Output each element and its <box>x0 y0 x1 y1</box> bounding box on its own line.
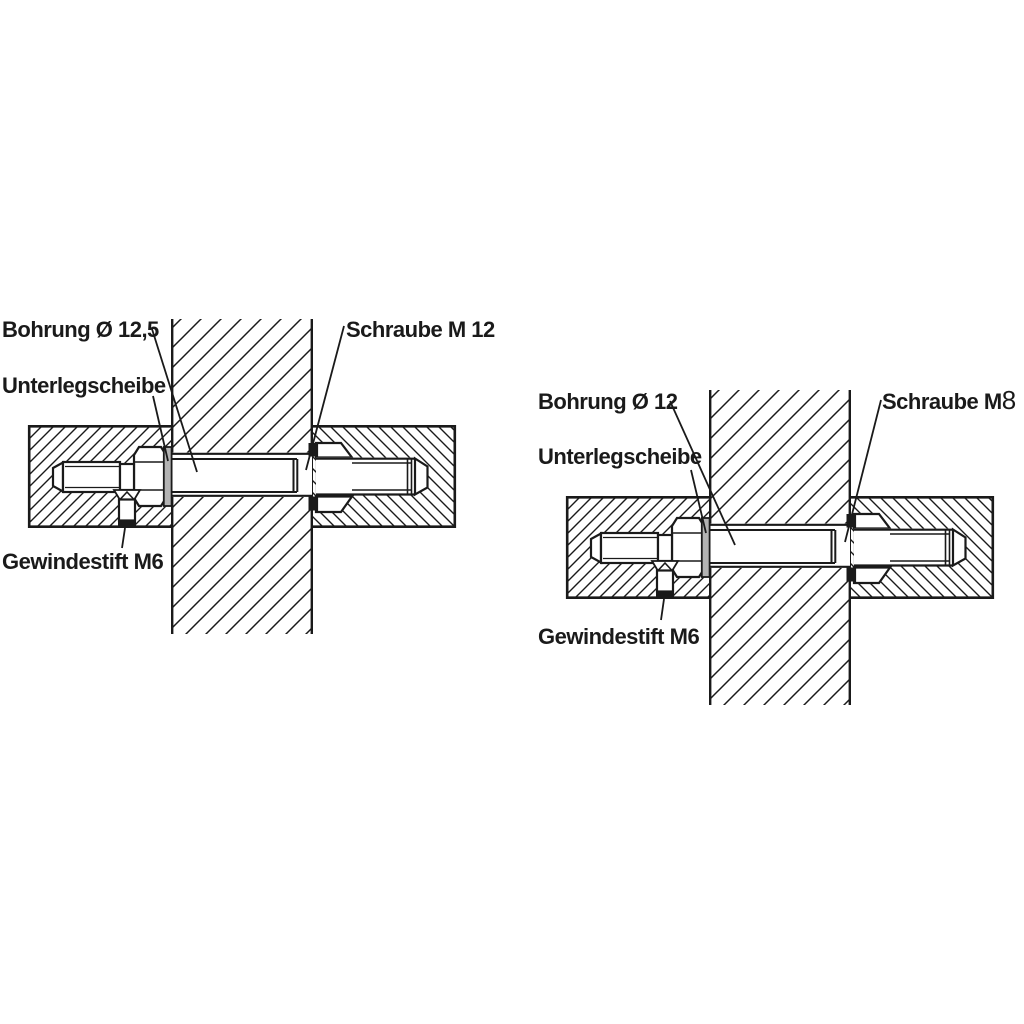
label-gewindestift-left: Gewindestift M6 <box>2 549 163 574</box>
leader-gewindestift-left <box>121 527 126 549</box>
leader-schraube-right <box>844 399 882 543</box>
right-diagram-labels: Bohrung Ø 12 Unterlegscheibe Schraube M8… <box>538 385 1016 649</box>
leader-bohrung-right <box>669 400 736 546</box>
left-diagram-labels: Bohrung Ø 12,5 Unterlegscheibe Schraube … <box>2 317 496 574</box>
left-assembly <box>26 317 458 636</box>
label-gewindestift-right: Gewindestift M6 <box>538 624 699 649</box>
label-schraube-left: Schraube M 12 <box>346 317 495 342</box>
leader-unterlegscheibe-left <box>152 395 169 462</box>
label-unterlegscheibe-left: Unterlegscheibe <box>2 373 166 398</box>
label-schraube-right-main: Schraube M <box>882 389 1002 414</box>
leader-unterlegscheibe-right <box>690 469 707 534</box>
leader-gewindestift-right <box>660 598 665 621</box>
label-bohrung-right: Bohrung Ø 12 <box>538 389 678 414</box>
right-assembly <box>564 388 996 707</box>
leader-schraube-left <box>305 325 345 471</box>
label-schraube-right-size: 8 <box>1002 385 1016 415</box>
leader-bohrung-left <box>151 328 198 473</box>
label-bohrung-left: Bohrung Ø 12,5 <box>2 317 159 342</box>
label-schraube-right: Schraube M8 <box>882 385 1016 415</box>
label-unterlegscheibe-right: Unterlegscheibe <box>538 444 702 469</box>
